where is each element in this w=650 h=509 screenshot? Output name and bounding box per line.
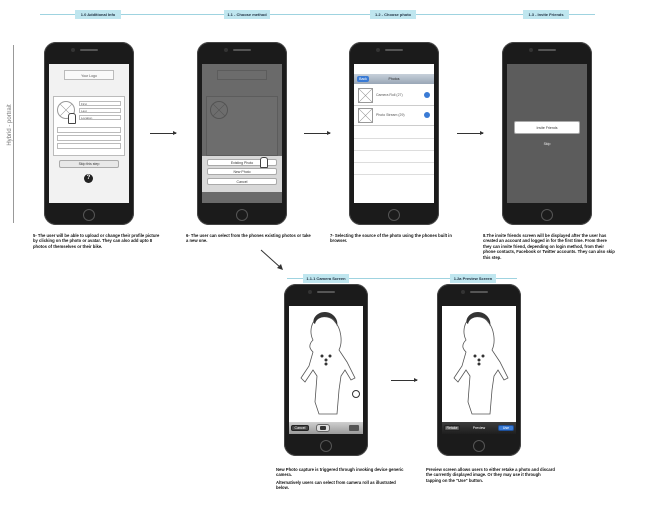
- flow-arrow-2: [304, 131, 331, 135]
- disclosure-icon: [424, 92, 430, 98]
- list-divider: [354, 162, 434, 163]
- speaker-icon: [470, 291, 488, 293]
- album-row-photo-stream[interactable]: Photo Stream (29): [354, 106, 434, 126]
- album-label: Photo Stream (29): [376, 113, 405, 117]
- skip-link[interactable]: Skip: [543, 142, 551, 146]
- album-row-camera-roll[interactable]: Camera Roll (27): [354, 86, 434, 106]
- existing-photo-button[interactable]: Existing Photo: [207, 159, 277, 166]
- screen-preview: Retake Preview Use: [442, 306, 516, 434]
- caption-step-5: 5- The user will be able to upload or ch…: [33, 233, 160, 249]
- step-tag-additional-info: 1.0 Additional Info: [75, 10, 121, 19]
- caption-preview: Preview screen allows users to either re…: [426, 467, 555, 483]
- retake-button[interactable]: Retake: [444, 425, 460, 431]
- screen-invite-friends: Invite Friends Skip: [507, 64, 587, 203]
- action-sheet: Existing Photo New Photo Cancel: [202, 156, 282, 192]
- home-button: [236, 209, 248, 221]
- home-button: [83, 209, 95, 221]
- nav-bar: Back Photos: [354, 74, 434, 84]
- speaker-icon: [385, 49, 403, 51]
- list-divider: [354, 150, 434, 151]
- screen-additional-info: Your Logo First Last Location Skip this …: [49, 64, 129, 203]
- phone-additional-info: Your Logo First Last Location Skip this …: [44, 42, 134, 225]
- bio-field-3[interactable]: [57, 143, 121, 149]
- home-button: [473, 440, 485, 452]
- nav-title: Photos: [388, 77, 400, 81]
- front-camera-icon: [376, 48, 380, 52]
- front-camera-icon: [71, 48, 75, 52]
- speaker-icon: [317, 291, 335, 293]
- phone-camera-screen: Cancel: [284, 284, 368, 456]
- album-label: Camera Roll (27): [376, 93, 403, 97]
- step-bar: [40, 14, 595, 15]
- phone-preview-screen: Retake Preview Use: [437, 284, 521, 456]
- sub-step-bar: [287, 278, 517, 279]
- list-divider: [354, 138, 434, 139]
- front-camera-icon: [224, 48, 228, 52]
- step-tag-preview-screen: 1.2a Preview Screen: [450, 274, 496, 283]
- use-button[interactable]: Use: [498, 425, 514, 431]
- home-button: [541, 209, 553, 221]
- camera-cancel-button[interactable]: Cancel: [291, 425, 309, 431]
- switch-camera-icon[interactable]: [352, 390, 360, 398]
- flow-arrow-1: [150, 131, 177, 135]
- hand-cursor-icon: [260, 157, 268, 168]
- speaker-icon: [538, 49, 556, 51]
- caption-step-8: 8.The invite friends screen will be disp…: [483, 233, 615, 260]
- caption-step-6: 6- The user can select from the phones e…: [186, 233, 311, 244]
- bio-field-2[interactable]: [57, 135, 121, 141]
- speaker-icon: [80, 49, 98, 51]
- home-button: [388, 209, 400, 221]
- skip-step-button[interactable]: Skip this step: [59, 160, 119, 168]
- bio-field-1[interactable]: [57, 127, 121, 133]
- step-tag-choose-method: 1.1 - Choose method: [224, 10, 270, 19]
- side-divider: [13, 45, 14, 223]
- front-camera-icon: [529, 48, 533, 52]
- screen-choose-photo: Back Photos Camera Roll (27) Photo Strea…: [354, 64, 434, 203]
- shutter-button[interactable]: [316, 424, 330, 432]
- camera-preview-image: [300, 312, 356, 415]
- flow-arrow-4: [391, 378, 418, 382]
- last-name-field[interactable]: Last: [79, 108, 121, 113]
- screen-choose-method: Existing Photo New Photo Cancel: [202, 64, 282, 203]
- invite-friends-button[interactable]: Invite Friends: [514, 121, 580, 134]
- camera-toolbar: Cancel: [289, 422, 363, 434]
- back-button[interactable]: Back: [357, 76, 369, 82]
- logo-box: Your Logo: [64, 70, 114, 80]
- diagonal-flow-arrow: [260, 249, 283, 270]
- cancel-button[interactable]: Cancel: [207, 178, 277, 185]
- profile-form: First Last Location: [53, 96, 125, 156]
- home-button: [320, 440, 332, 452]
- step-tag-camera-screen: 1.1.1 Camera Screen: [303, 274, 349, 283]
- caption-camera: New Photo capture is triggered through i…: [276, 467, 404, 491]
- help-icon[interactable]: ?: [84, 174, 93, 183]
- logo-label: Your Logo: [81, 74, 97, 78]
- preview-label: Preview: [472, 426, 486, 430]
- album-thumbnail: [358, 88, 373, 103]
- camera-icon: [320, 426, 326, 430]
- step-tag-choose-photo: 1.2 - Choose photo: [370, 10, 416, 19]
- flow-arrow-3: [457, 131, 484, 135]
- phone-invite-friends: Invite Friends Skip: [502, 42, 592, 225]
- step-tag-invite-friends: 1.3 - Invite Friends: [523, 10, 569, 19]
- disclosure-icon: [424, 112, 430, 118]
- location-field[interactable]: Location: [79, 115, 121, 120]
- screen-camera: Cancel: [289, 306, 363, 434]
- front-camera-icon: [308, 290, 312, 294]
- preview-toolbar: Retake Preview Use: [442, 422, 516, 434]
- new-photo-button[interactable]: New Photo: [207, 168, 277, 175]
- phone-choose-photo: Back Photos Camera Roll (27) Photo Strea…: [349, 42, 439, 225]
- side-label: Hybrid - portrait: [7, 104, 13, 146]
- front-camera-icon: [461, 290, 465, 294]
- list-divider: [354, 174, 434, 175]
- camera-mode-switch[interactable]: [349, 425, 359, 431]
- preview-image: [453, 312, 509, 415]
- caption-step-7: 7- Selecting the source of the photo usi…: [330, 233, 452, 244]
- hand-cursor-icon: [68, 113, 76, 124]
- phone-choose-method: Existing Photo New Photo Cancel: [197, 42, 287, 225]
- first-name-field[interactable]: First: [79, 101, 121, 106]
- speaker-icon: [233, 49, 251, 51]
- album-thumbnail: [358, 108, 373, 123]
